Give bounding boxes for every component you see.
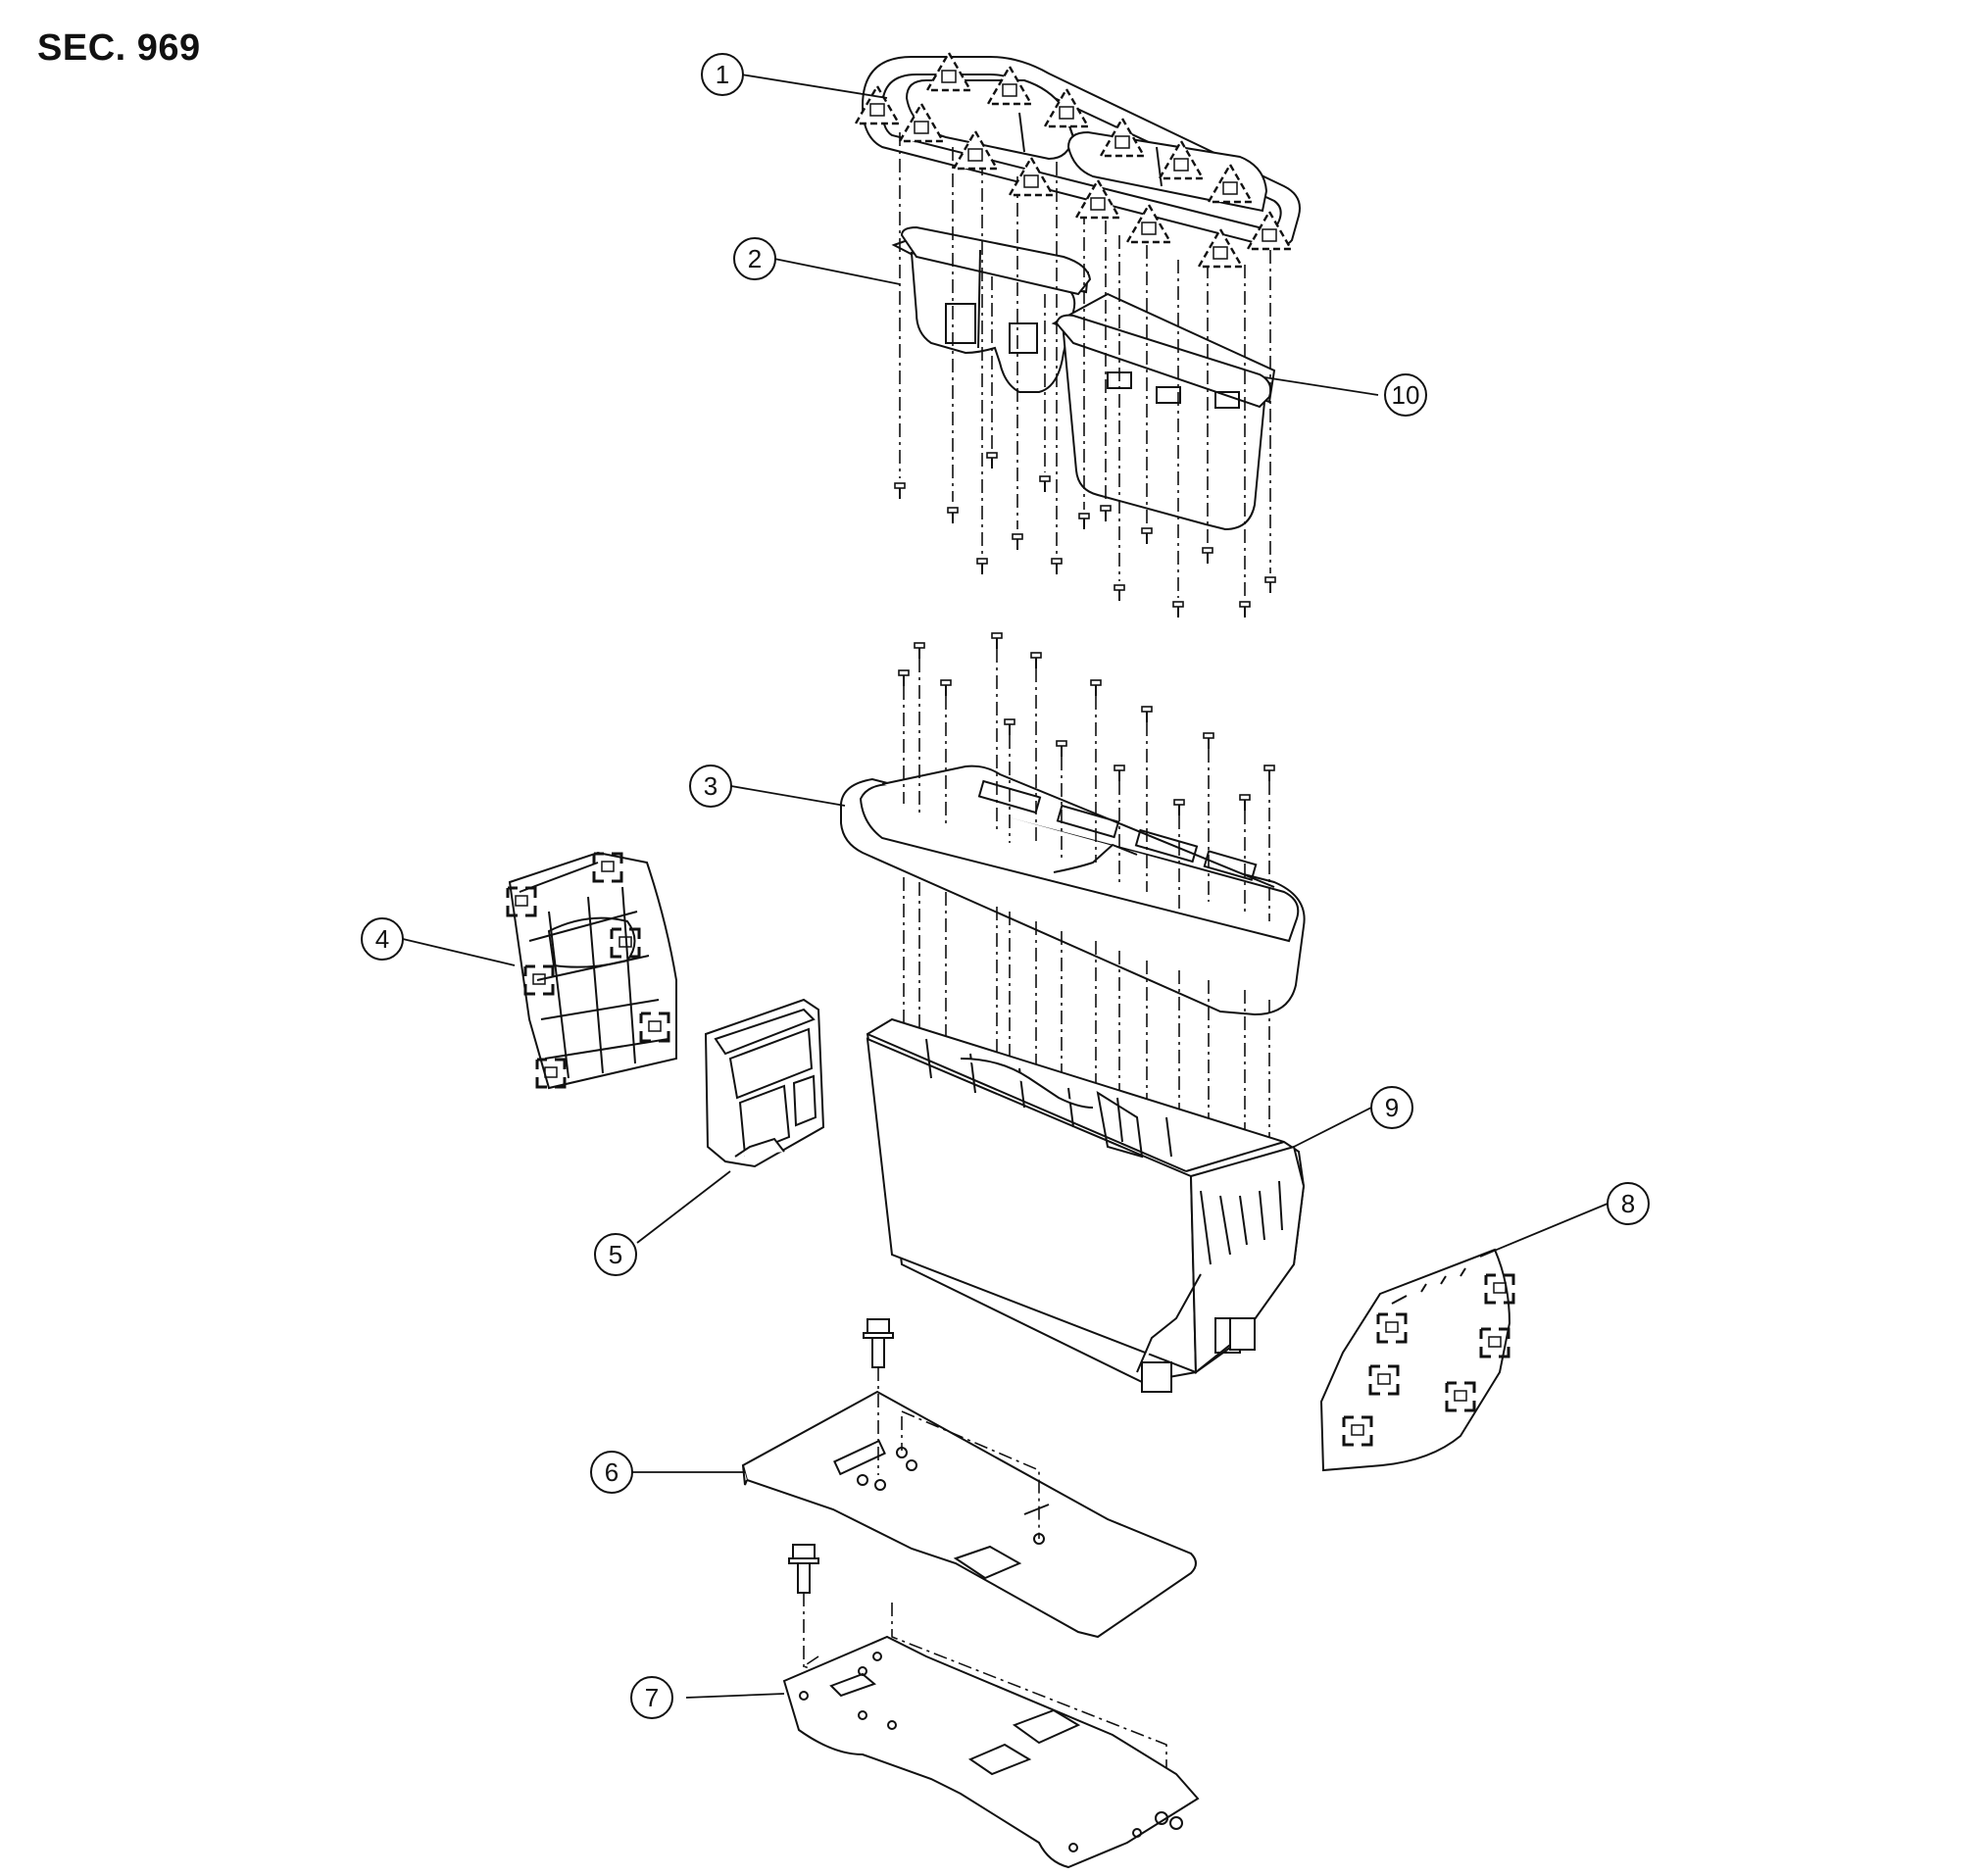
callout-1-label: 1 — [716, 60, 729, 89]
fastener-guide-lines-middle — [903, 649, 1270, 1176]
bolt-part-6 — [863, 1318, 894, 1368]
part-6-lower-plate — [741, 1390, 1197, 1639]
callout-3-label: 3 — [704, 771, 718, 801]
callout-2: 2 — [733, 237, 776, 280]
callout-6: 6 — [590, 1451, 633, 1494]
part-10-storage-bin — [1051, 292, 1276, 531]
callout-7: 7 — [630, 1676, 673, 1719]
callout-5: 5 — [594, 1233, 637, 1276]
section-title: SEC. 969 — [37, 27, 201, 69]
fastener-guide-lines-upper — [899, 132, 1271, 598]
callout-5-label: 5 — [609, 1240, 622, 1269]
callout-4: 4 — [361, 917, 404, 961]
part-7-base-bracket — [782, 1635, 1200, 1869]
callout-3: 3 — [689, 765, 732, 808]
callout-9-label: 9 — [1385, 1093, 1399, 1122]
callout-10: 10 — [1384, 373, 1427, 417]
part-3-console-lid — [840, 765, 1306, 1016]
part-5-module — [704, 998, 825, 1168]
callout-7-label: 7 — [645, 1683, 659, 1712]
callout-6-label: 6 — [605, 1457, 619, 1487]
part-8-rear-cover — [1319, 1248, 1511, 1472]
callout-8-label: 8 — [1621, 1189, 1635, 1218]
callout-10-label: 10 — [1392, 380, 1420, 410]
callout-2-label: 2 — [748, 244, 762, 273]
part-4-side-panel — [508, 851, 677, 1090]
callout-1: 1 — [701, 53, 744, 96]
callout-leaders — [402, 74, 1609, 1699]
callout-9: 9 — [1370, 1086, 1413, 1129]
part-9-console-body — [866, 1017, 1306, 1393]
callout-4-label: 4 — [375, 924, 389, 954]
callout-8: 8 — [1607, 1182, 1650, 1225]
bolt-part-7 — [788, 1544, 819, 1594]
